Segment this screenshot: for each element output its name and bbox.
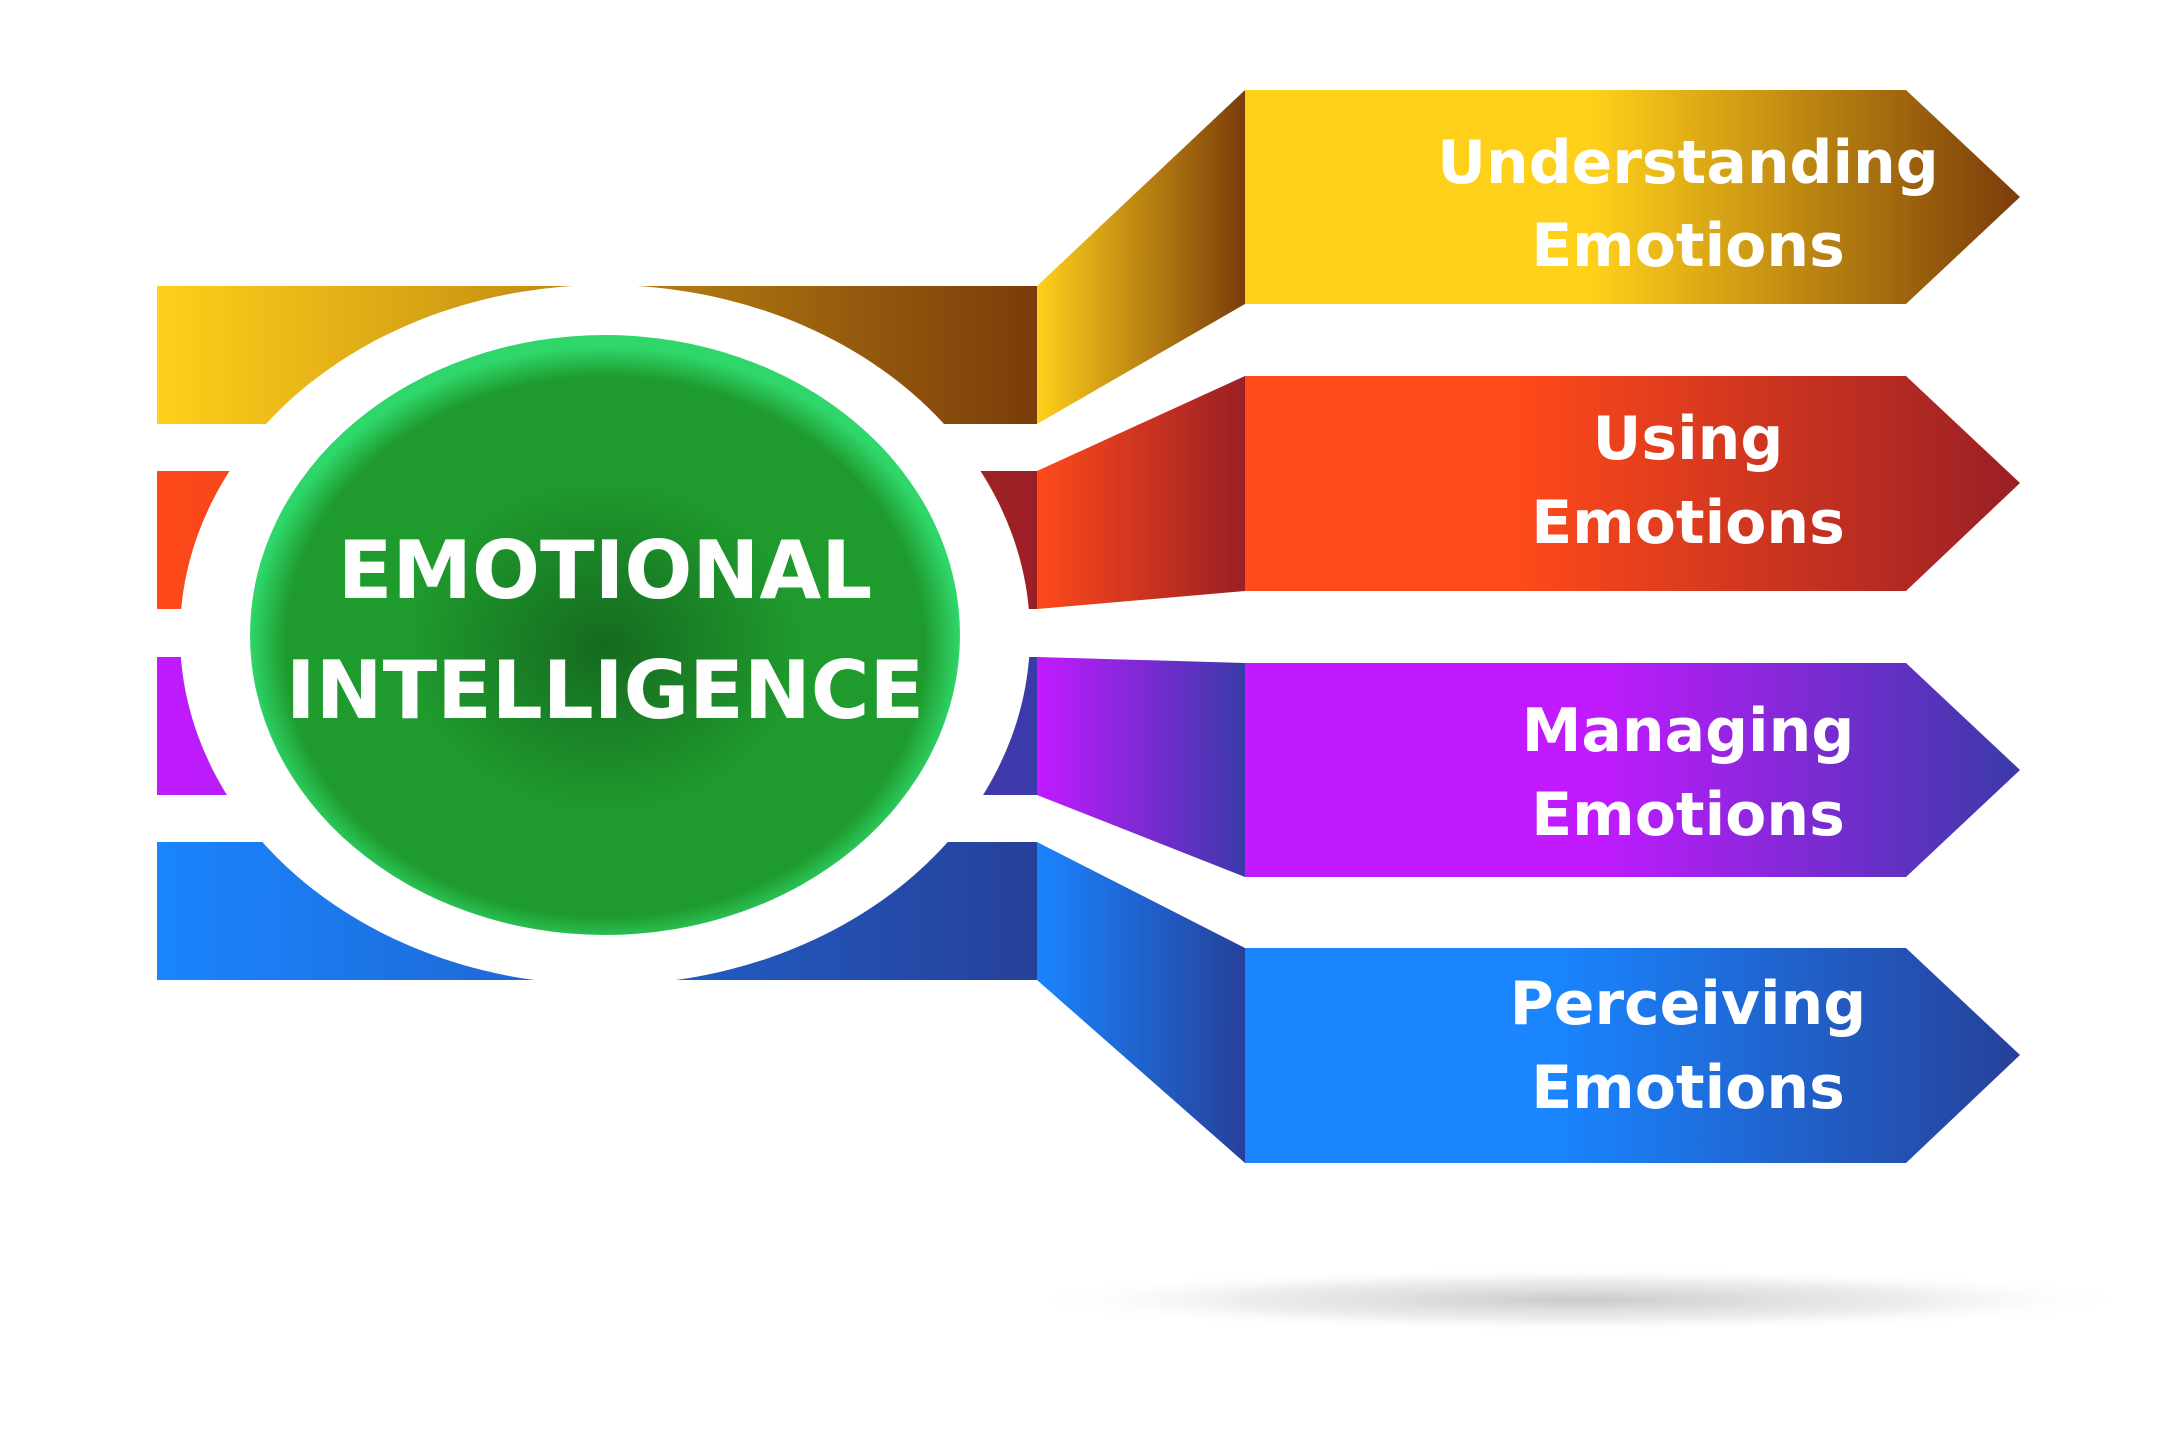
arrow-understanding [1245, 90, 2020, 304]
label-using-line2: Emotions [1531, 488, 1845, 558]
center-title-line2: INTELLIGENCE [286, 644, 924, 737]
connector-understanding [1037, 90, 1245, 424]
connector-perceiving [1037, 842, 1245, 1163]
arrow-perceiving [1245, 948, 2020, 1163]
connector-using [1037, 376, 1245, 609]
label-managing-line1: Managing [1522, 696, 1855, 766]
label-using-line1: Using [1593, 404, 1784, 474]
floor-shadow [1020, 1268, 2140, 1332]
center-title-line1: EMOTIONAL [338, 524, 872, 617]
label-perceiving-line2: Emotions [1531, 1053, 1845, 1123]
arrow-using [1245, 376, 2020, 591]
label-understanding-line2: Emotions [1531, 211, 1845, 281]
label-managing-line2: Emotions [1531, 780, 1845, 850]
center-oval [250, 335, 960, 935]
connector-managing [1037, 657, 1245, 877]
label-perceiving-line1: Perceiving [1510, 969, 1866, 1039]
arrow-managing [1245, 663, 2020, 877]
label-understanding-line1: Understanding [1437, 128, 1938, 198]
